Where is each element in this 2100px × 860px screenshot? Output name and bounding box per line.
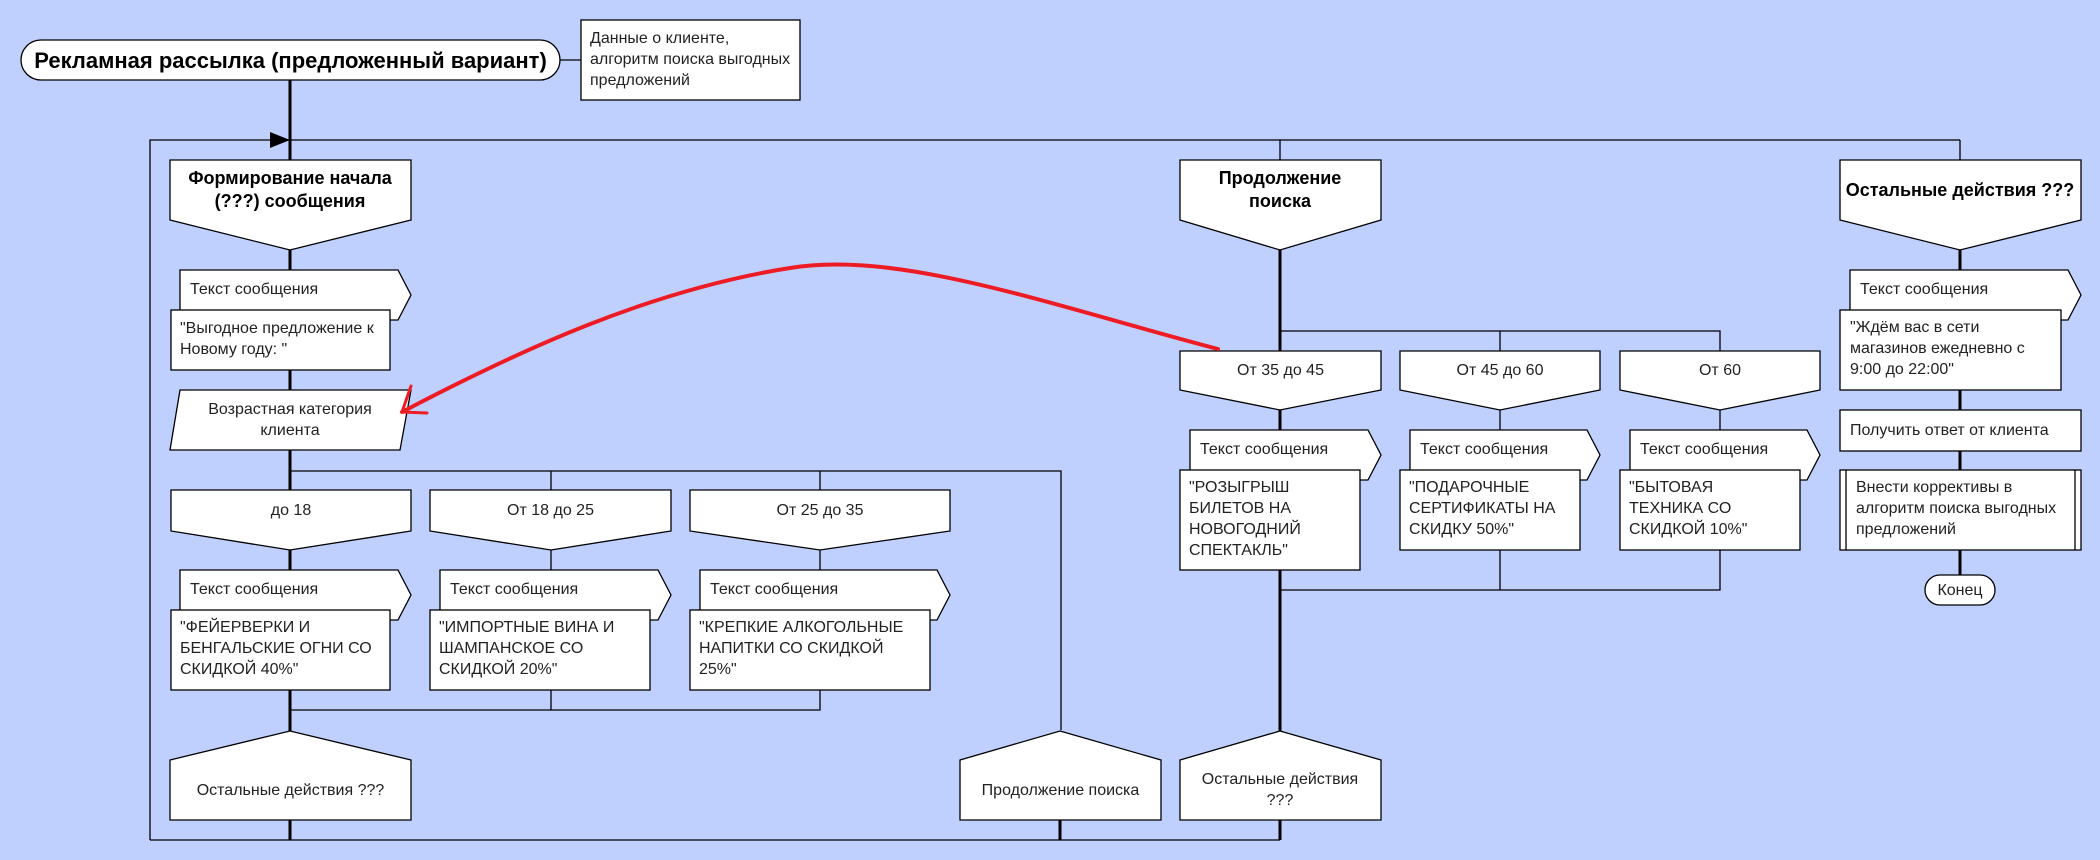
step-get-answer-label: Получить ответ от клиента xyxy=(1850,422,2049,439)
case-2-text: "ИМПОРТНЫЕ ВИНА И ШАМПАНСКОЕ СО СКИДКОЙ … xyxy=(439,619,615,678)
col2-case-1-text-box[interactable] xyxy=(1179,469,1361,571)
col2-case-2-shape[interactable] xyxy=(1399,350,1601,411)
col2-case-3-tag-label: Текст сообщения xyxy=(1640,441,1769,458)
step-get-answer-box[interactable] xyxy=(1839,409,2082,452)
col2-case-1-tag-label: Текст сообщения xyxy=(1200,441,1329,458)
message-text-col3-box[interactable] xyxy=(1839,309,2062,391)
annotation-arrowhead-icon xyxy=(400,384,429,415)
col2-case-3-text-box[interactable] xyxy=(1619,469,1801,551)
case-1-shape[interactable] xyxy=(170,489,412,551)
col2-case-3-text: "БЫТОВАЯ ТЕХНИКА СО СКИДКОЙ 10%" xyxy=(1629,479,1748,538)
subprocess-box[interactable] xyxy=(1839,469,2082,551)
decision-age-label: Возрастная категория клиента xyxy=(208,401,372,439)
case-3-shape[interactable] xyxy=(689,489,951,551)
col2-case-1-text: "РОЗЫГРЫШ БИЛЕТОВ НА НОВОГОДНИЙ СПЕКТАКЛ… xyxy=(1189,479,1301,559)
case-1-text: "ФЕЙЕРВЕРКИ И БЕНГАЛЬСКИЕ ОГНИ СО СКИДКО… xyxy=(180,619,372,678)
header-col3-shape[interactable] xyxy=(1839,159,2082,251)
message-tag-col1-label: Текст сообщения xyxy=(190,281,319,298)
input-note-text: Данные о клиенте, алгоритм поиска выгодн… xyxy=(590,30,791,89)
loop-line-top xyxy=(149,139,1960,840)
header-col2-shape[interactable] xyxy=(1179,159,1382,251)
end-terminator[interactable] xyxy=(1924,574,1996,606)
col2-case-1-shape[interactable] xyxy=(1179,350,1382,411)
subprocess-label: Внести коррективы в алгоритм поиска выго… xyxy=(1856,479,2057,538)
message-text-col3: "Ждём вас в сети магазинов ежедневно с 9… xyxy=(1850,319,2025,378)
col2-case-1-label: От 35 до 45 xyxy=(1237,362,1324,379)
case-3-tag-label: Текст сообщения xyxy=(710,581,839,598)
title-terminator[interactable] xyxy=(20,39,561,81)
case-2-label: От 18 до 25 xyxy=(507,502,594,519)
merge-line-col1 xyxy=(290,690,821,711)
case-3-text: "КРЕПКИЕ АЛКОГОЛЬНЫЕ НАПИТКИ СО СКИДКОЙ … xyxy=(699,619,904,678)
message-tag-col3-label: Текст сообщения xyxy=(1860,281,1989,298)
exit-col2-shape[interactable] xyxy=(1179,730,1382,821)
col2-case-2-text-box[interactable] xyxy=(1399,469,1581,551)
col2-case-2-text: "ПОДАРОЧНЫЕ СЕРТИФИКАТЫ НА СКИДКУ 50%" xyxy=(1409,479,1556,538)
case-3-text-box[interactable] xyxy=(689,609,931,691)
case-2-text-box[interactable] xyxy=(429,609,651,691)
message-text-col1: "Выгодное предложение к Новому году: " xyxy=(180,320,374,358)
case-3-label: От 25 до 35 xyxy=(776,502,864,519)
case-2-tag-label: Текст сообщения xyxy=(450,581,579,598)
message-text-col1-box[interactable] xyxy=(170,309,391,371)
merge-line-col2 xyxy=(1280,550,1721,591)
case-2-shape[interactable] xyxy=(429,489,672,551)
header-col3-label: Остальные действия ??? xyxy=(1845,179,2075,200)
exit-col1-other-shape[interactable] xyxy=(959,730,1162,821)
header-col1-label: Формирование начала (???) сообщения xyxy=(188,168,392,211)
end-label: Конец xyxy=(1937,581,1983,599)
exit-col1-main-label: Остальные действия ??? xyxy=(196,781,385,799)
loop-arrow-icon xyxy=(270,132,290,148)
col2-case-3-label: От 60 xyxy=(1698,362,1741,379)
col2-case-2-label: От 45 до 60 xyxy=(1456,362,1544,379)
decision-age-shape[interactable] xyxy=(169,389,412,451)
branch-line-col1 xyxy=(290,470,1062,730)
exit-col1-other-label: Продолжение поиска xyxy=(981,781,1140,799)
branch-line-col2 xyxy=(1280,330,1721,351)
col2-case-2-tag-label: Текст сообщения xyxy=(1420,441,1549,458)
case-1-tag-label: Текст сообщения xyxy=(190,581,319,598)
case-1-label: до 18 xyxy=(270,502,312,519)
header-col2-label: Продолжение поиска xyxy=(1218,168,1342,211)
input-note-box[interactable] xyxy=(580,19,801,101)
diagram-title: Рекламная рассылка (предложенный вариант… xyxy=(34,47,547,73)
exit-col1-main-shape[interactable] xyxy=(169,730,412,821)
case-1-text-box[interactable] xyxy=(170,609,391,691)
exit-col2-label: Остальные действия ??? xyxy=(1201,771,1359,809)
annotation-arrow-curve xyxy=(400,262,1220,414)
header-col1-shape[interactable] xyxy=(169,159,412,251)
col2-case-3-shape[interactable] xyxy=(1619,350,1821,411)
